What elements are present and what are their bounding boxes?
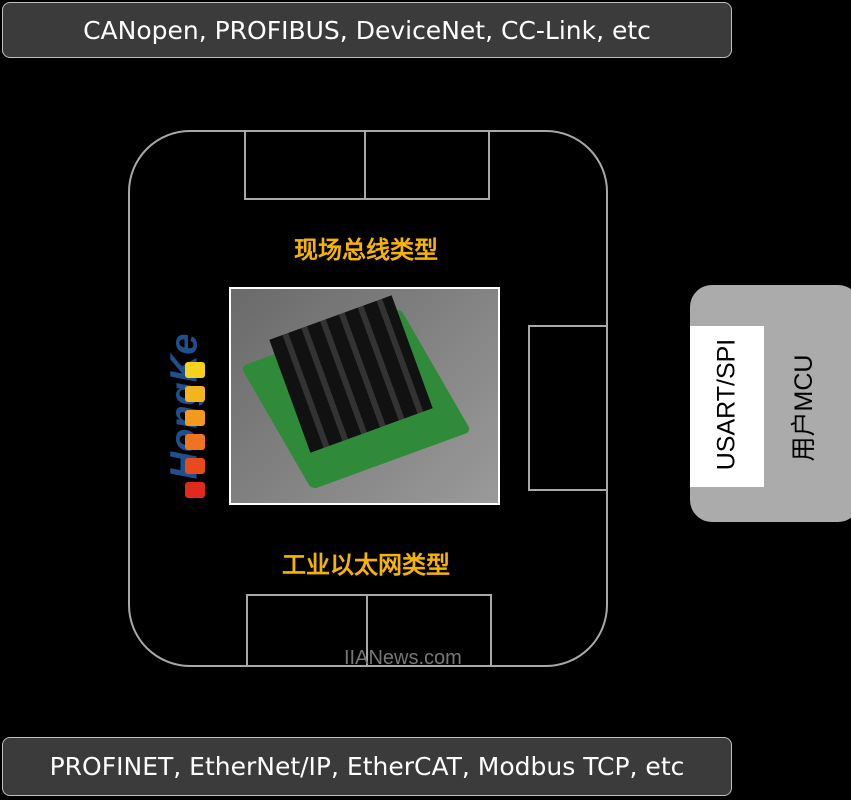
fieldbus-connector-right [364,130,490,200]
interface-connector [528,325,608,491]
ethernet-protocols-banner: PROFINET, EtherNet/IP, EtherCAT, Modbus … [2,737,732,796]
ethernet-connector-right [366,594,492,667]
fieldbus-type-label: 现场总线类型 [294,236,438,264]
hongke-logo: HongKe [140,300,210,510]
watermark: IIANews.com [344,647,462,669]
module-photo [229,287,500,505]
logo-text: HongKe [163,333,206,480]
ethernet-type-label: 工业以太网类型 [282,551,450,579]
ethernet-connector-left [246,594,370,667]
fieldbus-connector-left [244,130,368,200]
usart-spi-strip [690,326,764,487]
fieldbus-protocols-banner: CANopen, PROFIBUS, DeviceNet, CC-Link, e… [2,2,732,58]
usart-spi-label: USART/SPI [712,338,741,471]
user-mcu-label: 用户MCU [790,354,818,462]
